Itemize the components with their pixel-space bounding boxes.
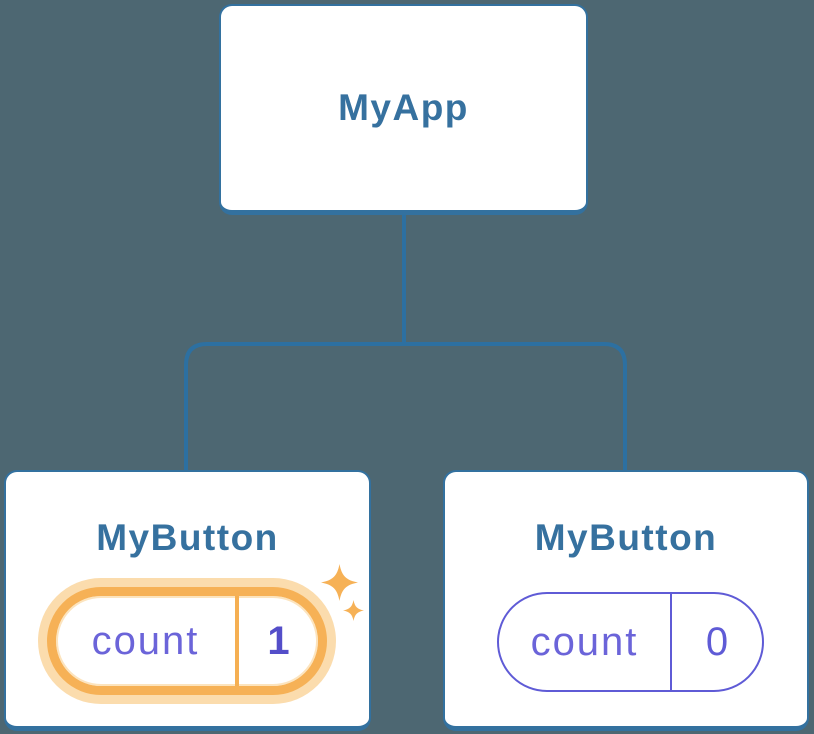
node-mybutton-1-label: MyButton bbox=[96, 517, 279, 558]
node-mybutton-2-label: MyButton bbox=[534, 517, 718, 558]
node-mybutton-2: MyButton count 0 bbox=[443, 470, 809, 731]
connector-branch-bracket bbox=[184, 342, 627, 470]
state-value-cell: 1 bbox=[239, 596, 318, 686]
state-pill-highlighted: count 1 bbox=[47, 587, 327, 695]
node-myapp-label: MyApp bbox=[338, 87, 469, 128]
state-pill-default: count 0 bbox=[497, 592, 764, 692]
state-value-label: 1 bbox=[267, 618, 290, 663]
state-value-cell: 0 bbox=[672, 594, 762, 690]
state-key-label: count bbox=[91, 618, 200, 663]
sparkle-icon-large bbox=[321, 564, 358, 601]
node-myapp: MyApp bbox=[219, 4, 588, 215]
pill-divider bbox=[235, 596, 239, 686]
state-key-cell: count bbox=[499, 594, 670, 690]
state-key-cell: count bbox=[56, 596, 235, 686]
state-key-label: count bbox=[530, 619, 639, 664]
state-value-label: 0 bbox=[705, 619, 729, 664]
node-mybutton-1: MyButton count 1 bbox=[4, 470, 371, 731]
sparkle-icon-small bbox=[343, 600, 364, 621]
pill-divider bbox=[670, 594, 672, 690]
